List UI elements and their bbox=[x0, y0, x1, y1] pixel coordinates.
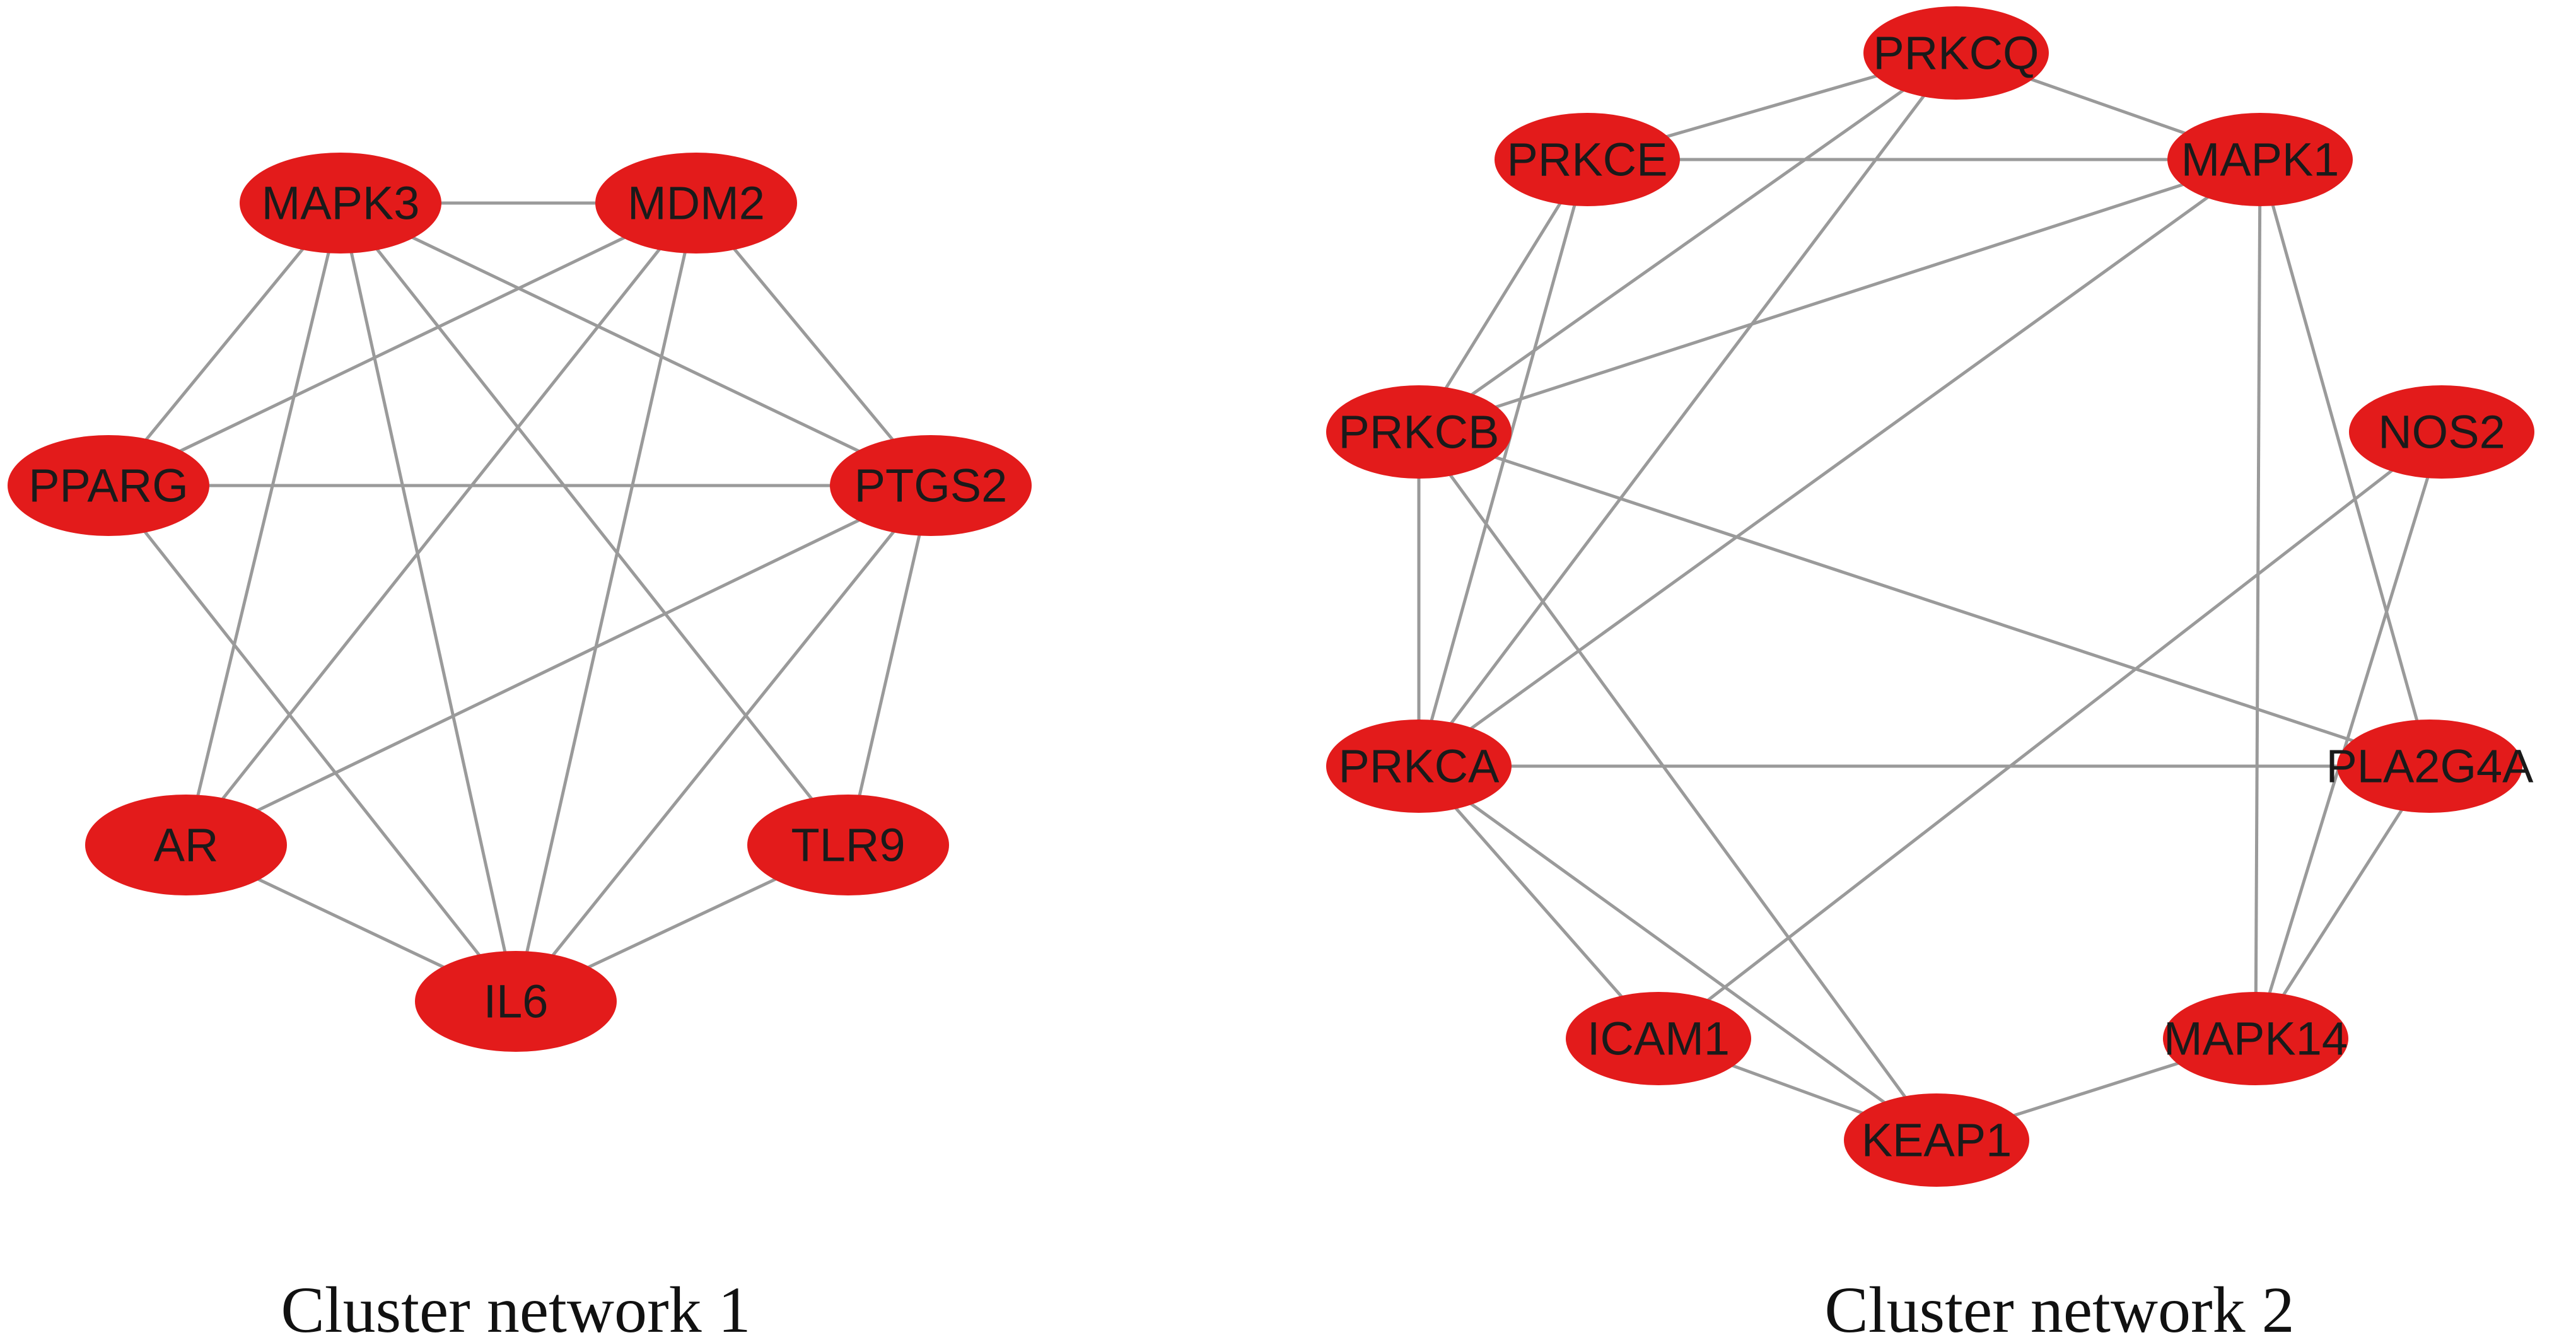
node-pla2g4a: PLA2G4A bbox=[2326, 720, 2534, 813]
cluster-2-edges bbox=[1417, 51, 2444, 1142]
edge-mapk1-mapk14 bbox=[2254, 159, 2262, 1039]
node-prkcq-ellipse bbox=[1863, 6, 2049, 100]
node-pparg-ellipse bbox=[8, 435, 209, 536]
node-il6-ellipse bbox=[415, 951, 617, 1052]
edge-prkcb-keap1 bbox=[1417, 431, 1938, 1141]
node-prkca: PRKCA bbox=[1326, 720, 1512, 813]
node-ar-label: AR bbox=[154, 819, 219, 871]
node-pla2g4a-label: PLA2G4A bbox=[2326, 740, 2534, 793]
edge-ptgs2-tlr9 bbox=[846, 485, 933, 846]
node-prkce-ellipse bbox=[1495, 113, 1680, 206]
node-icam1: ICAM1 bbox=[1566, 992, 1751, 1085]
edge-pla2g4a-mapk14 bbox=[2254, 765, 2432, 1040]
node-mapk3: MAPK3 bbox=[240, 153, 441, 253]
node-prkca-label: PRKCA bbox=[1339, 740, 1500, 793]
edge-mapk3-il6 bbox=[339, 202, 518, 1002]
edge-ptgs2-ar bbox=[185, 484, 932, 847]
edge-mdm2-il6 bbox=[514, 202, 698, 1002]
node-mapk1: MAPK1 bbox=[2167, 113, 2353, 206]
node-nos2: NOS2 bbox=[2349, 385, 2534, 479]
node-pla2g4a-ellipse bbox=[2337, 720, 2522, 813]
node-mapk3-ellipse bbox=[240, 153, 441, 253]
edge-prkcq-prkcb bbox=[1418, 51, 1957, 434]
node-prkcq-label: PRKCQ bbox=[1873, 27, 2039, 79]
edge-mdm2-ptgs2 bbox=[695, 202, 932, 487]
node-ptgs2-label: PTGS2 bbox=[854, 460, 1008, 512]
node-prkcq: PRKCQ bbox=[1863, 6, 2049, 100]
edge-prkce-prkca bbox=[1417, 159, 1589, 767]
edge-pparg-il6 bbox=[107, 484, 517, 1003]
edge-mapk3-ptgs2 bbox=[339, 201, 932, 487]
node-mapk14-label: MAPK14 bbox=[2164, 1013, 2348, 1065]
node-prkcb: PRKCB bbox=[1326, 385, 1512, 479]
edge-mapk1-prkcb bbox=[1418, 158, 2261, 434]
node-mapk1-ellipse bbox=[2167, 113, 2353, 206]
cluster-1-edges bbox=[107, 201, 933, 1003]
node-pparg: PPARG bbox=[8, 435, 209, 536]
node-icam1-label: ICAM1 bbox=[1587, 1013, 1730, 1065]
edge-mapk1-pla2g4a bbox=[2258, 159, 2432, 767]
edge-prkca-icam1 bbox=[1418, 765, 1660, 1040]
node-mdm2-label: MDM2 bbox=[627, 177, 765, 230]
node-mapk14: MAPK14 bbox=[2163, 992, 2348, 1085]
edge-mapk3-ar bbox=[184, 202, 342, 846]
node-nos2-label: NOS2 bbox=[2378, 406, 2505, 458]
edge-nos2-icam1 bbox=[1657, 431, 2443, 1040]
node-keap1-label: KEAP1 bbox=[1862, 1114, 2012, 1167]
node-il6: IL6 bbox=[415, 951, 617, 1052]
node-keap1: KEAP1 bbox=[1844, 1093, 2029, 1187]
node-prkce-label: PRKCE bbox=[1507, 134, 1668, 186]
node-ar-ellipse bbox=[85, 795, 287, 895]
node-mapk1-label: MAPK1 bbox=[2181, 134, 2340, 186]
edge-ptgs2-il6 bbox=[515, 484, 932, 1003]
edge-mapk3-pparg bbox=[107, 202, 342, 487]
edge-mapk3-tlr9 bbox=[339, 202, 849, 846]
node-pparg-label: PPARG bbox=[28, 460, 189, 512]
cluster-2-caption: Cluster network 2 bbox=[1824, 1274, 2294, 1340]
node-il6-label: IL6 bbox=[484, 976, 549, 1028]
node-mapk3-label: MAPK3 bbox=[262, 177, 420, 230]
node-nos2-ellipse bbox=[2349, 385, 2534, 479]
node-icam1-ellipse bbox=[1566, 992, 1751, 1085]
node-mapk14-ellipse bbox=[2163, 992, 2348, 1085]
edge-mdm2-pparg bbox=[107, 201, 697, 487]
node-prkca-ellipse bbox=[1326, 720, 1512, 813]
edge-mapk1-prkca bbox=[1418, 158, 2261, 768]
node-mdm2: MDM2 bbox=[595, 153, 797, 253]
edge-prkca-keap1 bbox=[1418, 764, 1938, 1142]
edge-prkcb-pla2g4a bbox=[1418, 430, 2430, 768]
node-prkce: PRKCE bbox=[1495, 113, 1680, 206]
node-tlr9-ellipse bbox=[747, 795, 949, 895]
node-mdm2-ellipse bbox=[595, 153, 797, 253]
node-prkcb-ellipse bbox=[1326, 385, 1512, 479]
cluster-1-caption: Cluster network 1 bbox=[281, 1274, 750, 1340]
node-keap1-ellipse bbox=[1844, 1093, 2029, 1187]
node-ptgs2: PTGS2 bbox=[830, 435, 1032, 536]
edge-nos2-mapk14 bbox=[2254, 431, 2444, 1039]
node-prkcb-label: PRKCB bbox=[1339, 406, 1500, 458]
node-ar: AR bbox=[85, 795, 287, 895]
edge-prkce-prkcb bbox=[1417, 158, 1589, 433]
node-tlr9-label: TLR9 bbox=[791, 819, 906, 871]
node-ptgs2-ellipse bbox=[830, 435, 1032, 536]
edge-mdm2-ar bbox=[185, 202, 697, 846]
node-tlr9: TLR9 bbox=[747, 795, 949, 895]
edge-prkcq-prkca bbox=[1418, 52, 1957, 767]
